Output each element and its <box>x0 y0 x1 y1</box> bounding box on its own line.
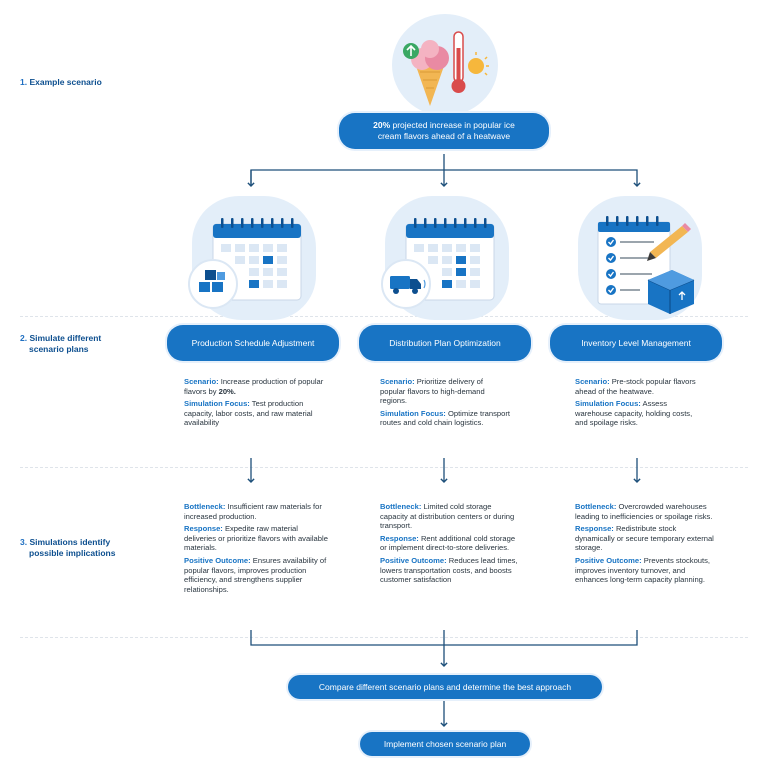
up-arrow-icon <box>403 43 419 59</box>
sun-icon <box>468 52 489 76</box>
plan-1-description: Scenario: Increase production of popular… <box>184 377 324 428</box>
step-2-label: 2. Simulate different scenario plans <box>20 333 102 354</box>
plan-1-illustration <box>188 218 302 309</box>
plan-3-description: Scenario: Pre-stock popular flavors ahea… <box>575 377 696 428</box>
plan-2-implications: Bottleneck: Limited cold storage capacit… <box>380 502 518 585</box>
divider-2 <box>20 467 748 468</box>
plan-2-description: Scenario: Prioritize delivery of popular… <box>380 377 510 428</box>
scenario-illustration <box>403 31 489 106</box>
plan-3-illustration <box>597 216 695 314</box>
scenario-pill: 20% projected increase in popular ice cr… <box>339 113 549 149</box>
plan-2-illustration <box>381 218 495 309</box>
compare-plans-pill: Compare different scenario plans and det… <box>288 675 602 699</box>
plan-1-implications: Bottleneck: Insufficient raw materials f… <box>184 502 328 594</box>
ice-cream-icon <box>411 40 449 106</box>
factory-boxes-icon <box>188 259 238 309</box>
step-1-label: 1. Example scenario <box>20 77 102 87</box>
plan-3-implications: Bottleneck: Overcrowded warehouses leadi… <box>575 502 714 585</box>
warehouse-box-icon <box>647 270 695 314</box>
divider-1 <box>20 316 748 317</box>
thermometer-icon <box>451 31 466 93</box>
pencil-icon <box>647 223 691 261</box>
divider-3 <box>20 637 748 638</box>
plan-2-title: Distribution Plan Optimization <box>359 325 531 361</box>
plan-3-title: Inventory Level Management <box>550 325 722 361</box>
delivery-truck-icon <box>381 259 431 309</box>
plan-1-title: Production Schedule Adjustment <box>167 325 339 361</box>
step-3-label: 3. Simulations identify possible implica… <box>20 537 116 558</box>
implement-plan-pill: Implement chosen scenario plan <box>360 732 530 756</box>
